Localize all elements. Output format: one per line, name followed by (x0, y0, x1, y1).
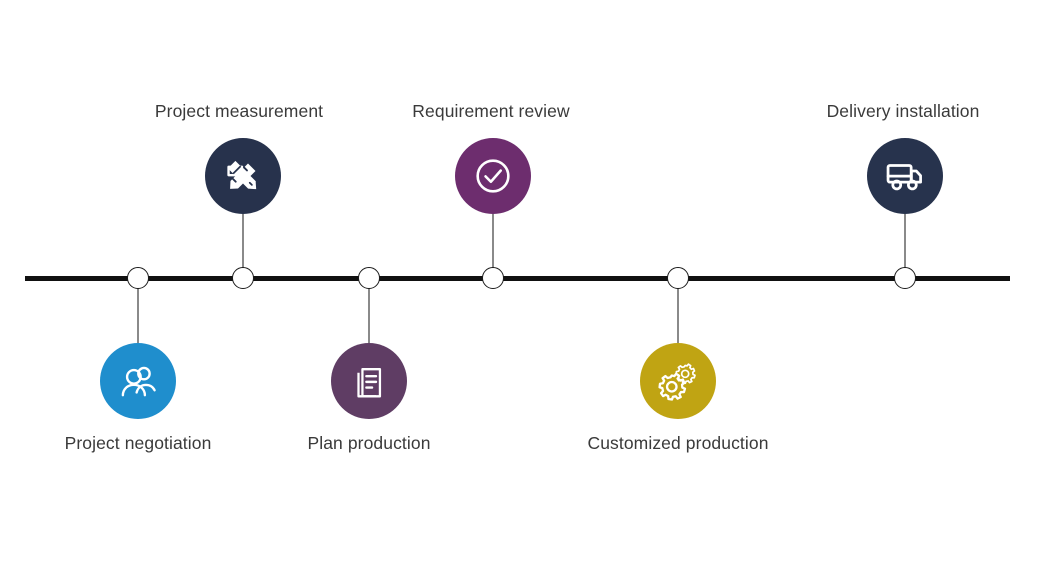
connector-stem-delivery-installation (904, 214, 906, 278)
truck-icon (883, 154, 927, 198)
gears-icon (655, 358, 701, 404)
connector-stem-project-negotiation (137, 278, 139, 343)
step-icon-bubble-requirement-review[interactable] (455, 138, 531, 214)
timeline-node-delivery-installation[interactable] (894, 267, 916, 289)
connector-stem-customized-production (677, 278, 679, 343)
timeline-axis (25, 275, 1010, 281)
ruler-pencil-icon (221, 154, 265, 198)
documents-icon (348, 360, 390, 402)
step-label-customized-production: Customized production (587, 433, 769, 453)
step-label-plan-production: Plan production (307, 433, 431, 453)
step-label-project-negotiation: Project negotiation (64, 433, 212, 453)
connector-stem-requirement-review (492, 214, 494, 278)
step-icon-bubble-delivery-installation[interactable] (867, 138, 943, 214)
people-icon (116, 359, 160, 403)
step-icon-bubble-customized-production[interactable] (640, 343, 716, 419)
timeline-node-customized-production[interactable] (667, 267, 689, 289)
step-label-delivery-installation: Delivery installation (826, 101, 980, 121)
timeline-node-project-measurement[interactable] (232, 267, 254, 289)
timeline-node-plan-production[interactable] (358, 267, 380, 289)
step-label-project-measurement: Project measurement (154, 101, 324, 121)
connector-stem-project-measurement (242, 214, 244, 278)
step-label-requirement-review: Requirement review (412, 101, 570, 121)
step-icon-bubble-project-negotiation[interactable] (100, 343, 176, 419)
connector-stem-plan-production (368, 278, 370, 343)
timeline-node-requirement-review[interactable] (482, 267, 504, 289)
timeline-node-project-negotiation[interactable] (127, 267, 149, 289)
step-icon-bubble-plan-production[interactable] (331, 343, 407, 419)
step-icon-bubble-project-measurement[interactable] (205, 138, 281, 214)
check-circle-icon (470, 153, 516, 199)
